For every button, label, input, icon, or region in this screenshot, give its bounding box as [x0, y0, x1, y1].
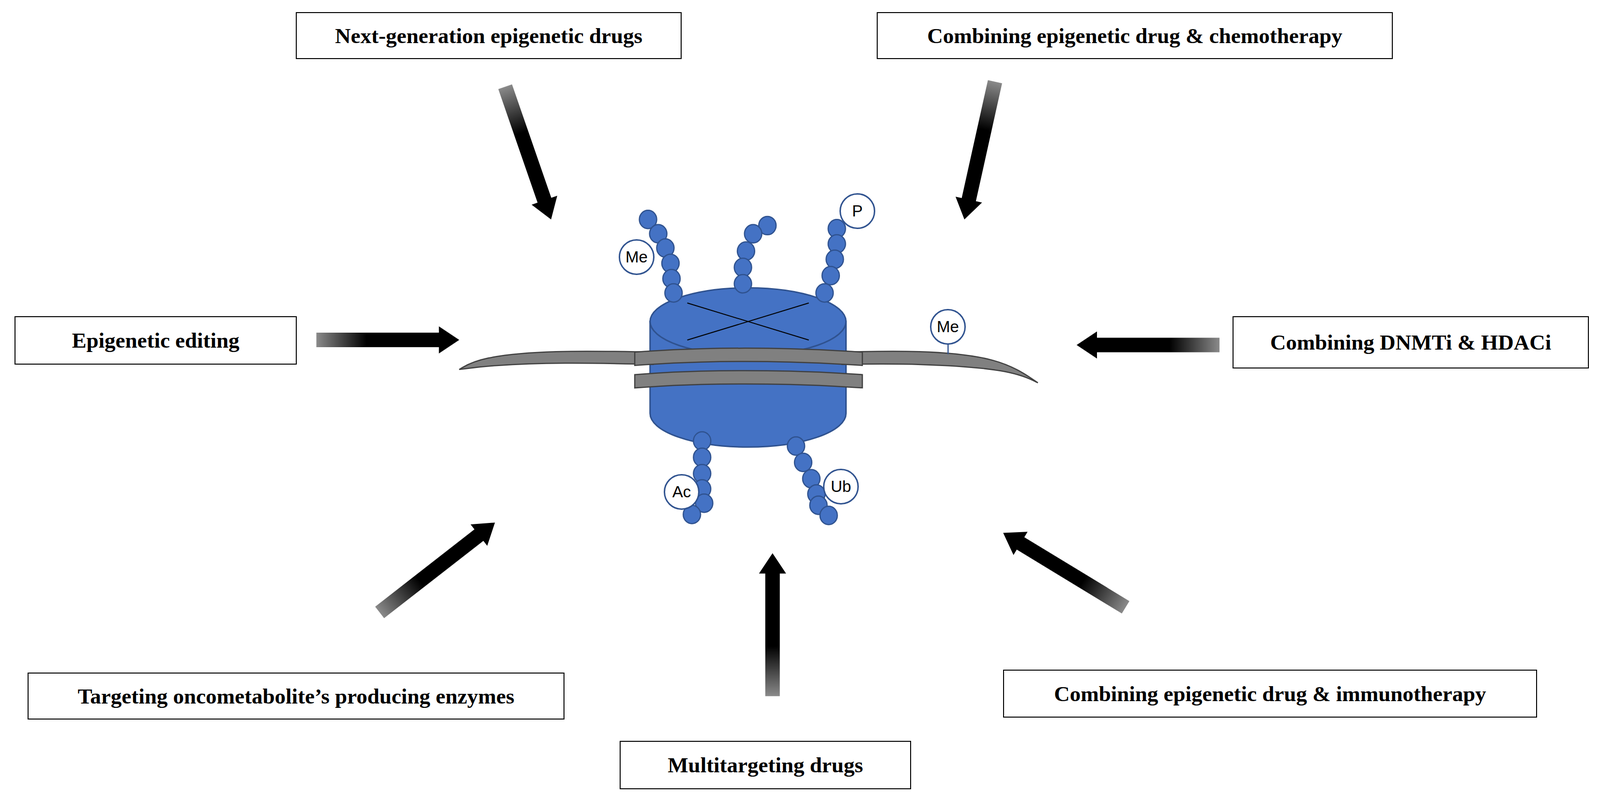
node-label: Combining epigenetic drug & immunotherap… — [1053, 681, 1487, 707]
mark-stem — [947, 343, 949, 354]
node-label: Ub — [830, 477, 852, 496]
strategy-box: Epigenetic editing — [14, 316, 297, 365]
block-arrow — [1076, 331, 1220, 359]
block-arrow — [316, 326, 459, 354]
modification-mark: Me — [929, 308, 966, 345]
node-label: Epigenetic editing — [71, 327, 240, 353]
block-arrow — [375, 522, 495, 618]
node-label: Targeting oncometabolite’s producing enz… — [77, 683, 515, 709]
block-arrow — [1003, 531, 1130, 614]
modification-mark: Ac — [663, 473, 700, 510]
strategy-box: Combining epigenetic drug & immunotherap… — [1003, 669, 1538, 718]
strategy-box: Multitargeting drugs — [619, 740, 912, 790]
histone-octamer — [650, 287, 847, 447]
strategy-box: Targeting oncometabolite’s producing enz… — [27, 672, 565, 720]
node-label: Multitargeting drugs — [667, 752, 864, 778]
histone-tails — [639, 210, 846, 525]
node-label: Me — [625, 247, 648, 267]
block-arrow — [955, 79, 1003, 220]
modification-mark: Ub — [822, 468, 859, 505]
modification-mark: Me — [618, 239, 655, 275]
dna-strand — [459, 348, 1038, 388]
node-label: Combining DNMTi & HDACi — [1270, 329, 1552, 355]
block-arrow — [498, 84, 558, 220]
node-label: Me — [936, 317, 960, 336]
node-label: Next-generation epigenetic drugs — [335, 23, 643, 49]
strategy-box: Combining DNMTi & HDACi — [1232, 316, 1589, 369]
node-label: Combining epigenetic drug & chemotherapy — [927, 23, 1342, 49]
modification-mark: P — [839, 193, 876, 229]
strategy-box: Next-generation epigenetic drugs — [295, 12, 682, 60]
node-label: P — [852, 201, 863, 221]
node-label: Ac — [672, 482, 692, 502]
strategy-box: Combining epigenetic drug & chemotherapy — [876, 12, 1393, 60]
block-arrow — [759, 553, 787, 697]
